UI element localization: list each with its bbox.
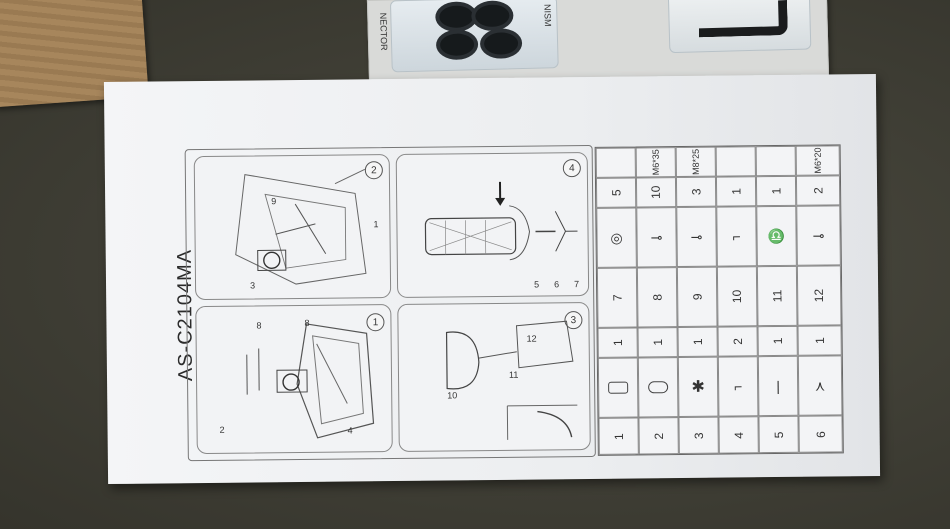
part-icon-cell: ✱ xyxy=(677,356,719,418)
step-4-panel: 4 5 6 7 xyxy=(395,151,590,298)
part-qty-cell: 2 xyxy=(717,326,758,357)
hw-number-cell: 11 xyxy=(756,265,798,327)
allen-key xyxy=(698,0,788,38)
callout-10: 10 xyxy=(447,390,458,401)
blister-label-connector: NECTOR xyxy=(378,12,390,51)
hw-number-cell: 7 xyxy=(596,267,638,328)
bolt-icon: ⊸ xyxy=(650,228,663,245)
bolt-icon: ⊸ xyxy=(690,228,703,245)
part-number-cell: 1 xyxy=(598,417,639,455)
assembly-steps-frame: 2 9 3 1 4 xyxy=(184,144,596,462)
washer xyxy=(435,29,479,61)
washer-pocket xyxy=(389,0,559,73)
step-3-panel: 3 10 11 12 xyxy=(397,301,591,452)
allen-key-icon: ⌐ xyxy=(732,228,741,245)
washer-part-icon: ◎ xyxy=(610,229,623,246)
callout-1: 1 xyxy=(373,219,379,230)
washer xyxy=(470,0,514,32)
seat-icon xyxy=(608,381,629,394)
step-2-panel: 2 9 3 1 xyxy=(193,154,392,301)
callout-8b: 8 xyxy=(304,317,310,328)
hw-icon-cell: ◎ xyxy=(596,207,637,268)
base-icon: ⋏ xyxy=(814,377,826,394)
hw-icon-cell: ⊸ xyxy=(636,207,677,268)
hw-icon-cell: ♎ xyxy=(756,205,797,267)
hw-spec-cell: M6*20 xyxy=(795,145,840,176)
part-icon-cell xyxy=(597,357,639,418)
callout-6: 6 xyxy=(554,279,560,290)
part-number-cell: 6 xyxy=(798,415,843,453)
callout-3: 3 xyxy=(250,280,256,291)
part-number-cell: 3 xyxy=(678,416,719,455)
hw-number-cell: 10 xyxy=(716,266,758,327)
callout-8: 8 xyxy=(256,320,262,331)
part-qty-cell: 1 xyxy=(677,326,718,358)
hw-icon-cell: ⊸ xyxy=(676,206,717,268)
mechanism-icon: ✱ xyxy=(691,378,705,396)
step-1-drawing xyxy=(246,323,375,439)
hw-qty-cell: 3 xyxy=(675,176,717,208)
hw-spec-cell: M6*35 xyxy=(635,147,676,178)
screw-icon: ⊸ xyxy=(812,227,825,244)
hw-spec-cell: M8*25 xyxy=(675,146,716,178)
callout-7: 7 xyxy=(574,279,580,290)
part-icon-cell: ⌐ xyxy=(717,356,759,417)
callout-5: 5 xyxy=(534,279,540,290)
hw-qty-cell: 10 xyxy=(635,177,677,208)
hw-spec-cell xyxy=(715,146,756,177)
part-qty-cell: 1 xyxy=(757,325,798,357)
callout-4: 4 xyxy=(347,425,353,436)
hardware-table: 7 8 9 10 11 12 ◎ ⊸ ⊸ ⌐ ♎ ⊸ 5 10 3 1 1 2 … xyxy=(595,145,842,328)
step-4-drawing xyxy=(424,181,578,261)
instruction-sheet: AS-C2104MA 2 9 3 1 4 xyxy=(103,73,881,485)
part-number-cell: 2 xyxy=(638,417,679,455)
hw-icon-cell: ⊸ xyxy=(796,205,841,266)
step-3-drawing xyxy=(445,320,578,440)
part-icon-cell: | xyxy=(757,355,799,417)
part-qty-cell: 1 xyxy=(797,325,842,356)
armrest-icon: ⌐ xyxy=(733,378,743,395)
hw-number-cell: 9 xyxy=(676,266,718,328)
washer xyxy=(479,27,523,60)
part-icon-cell xyxy=(637,357,679,418)
hw-qty-cell: 1 xyxy=(755,175,797,207)
part-number-cell: 4 xyxy=(718,416,759,454)
backrest-icon xyxy=(648,381,669,394)
connector-icon: ♎ xyxy=(767,227,786,244)
callout-2: 2 xyxy=(219,424,225,435)
hw-number-cell: 8 xyxy=(636,267,678,328)
hw-spec-cell xyxy=(595,147,636,178)
parts-table: 1 2 3 ✱ 1 1 1 4 5 6 ⌐ | ⋏ 2 1 1 7 8 9 10 xyxy=(594,144,844,456)
callout-12: 12 xyxy=(526,333,537,344)
part-icon-cell: ⋏ xyxy=(797,355,843,416)
hw-qty-cell: 1 xyxy=(715,176,757,207)
part-qty-cell: 1 xyxy=(637,327,678,358)
part-number-cell: 5 xyxy=(758,415,799,454)
step-1-panel: 1 8 8 2 4 xyxy=(195,304,393,455)
hw-number-cell: 12 xyxy=(796,265,842,326)
part-qty-cell: 1 xyxy=(597,327,638,358)
hw-qty-cell: 2 xyxy=(795,175,841,206)
hw-icon-cell: ⌐ xyxy=(716,206,757,267)
step-2-drawing xyxy=(235,168,367,285)
blister-label-mechanism: NISM xyxy=(542,3,553,27)
callout-9: 9 xyxy=(271,196,277,207)
hw-qty-cell: 5 xyxy=(595,177,637,208)
callout-11: 11 xyxy=(508,369,519,380)
gas-lift-icon: | xyxy=(776,377,781,395)
hw-spec-cell xyxy=(755,145,796,177)
